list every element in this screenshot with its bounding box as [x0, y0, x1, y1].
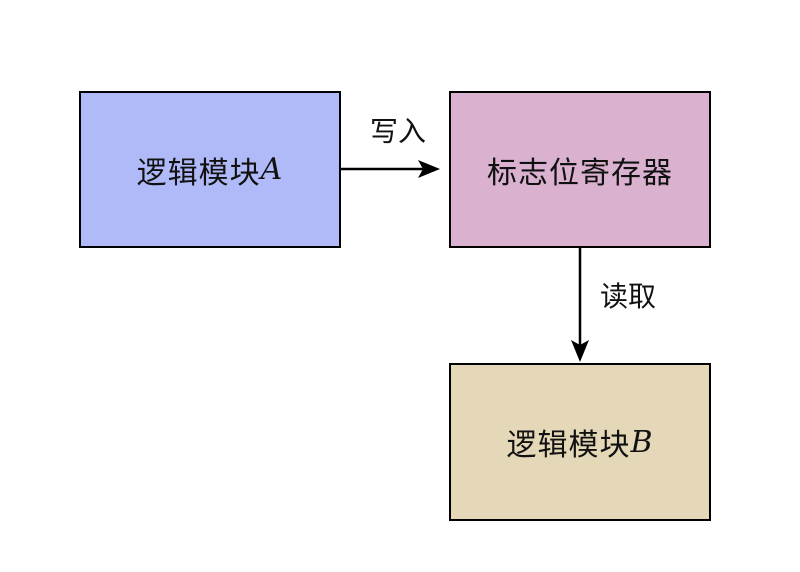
logic-module-b-label: 逻辑模块: [506, 428, 631, 463]
flag-register-label: 标志位寄存器: [487, 155, 673, 191]
write-edge-label: 写入: [370, 115, 427, 148]
flag-register-node: 标志位寄存器: [449, 91, 711, 248]
logic-module-a-suffix: A: [260, 152, 284, 187]
read-edge-label: 读取: [600, 280, 657, 313]
logic-module-a-label: 逻辑模块: [136, 155, 261, 191]
logic-module-b-suffix: B: [630, 424, 654, 460]
write-arrow: [341, 160, 440, 178]
read-arrow: [571, 248, 589, 362]
